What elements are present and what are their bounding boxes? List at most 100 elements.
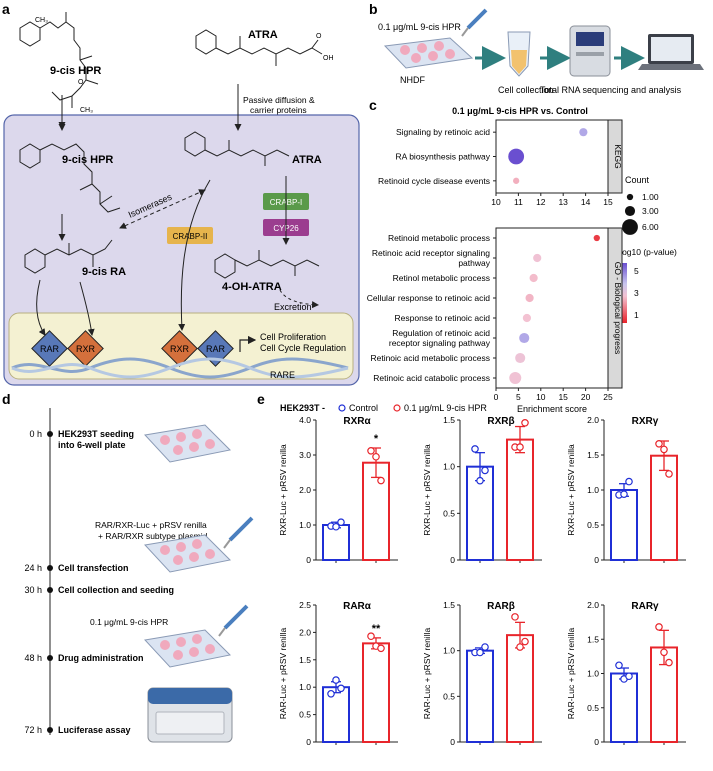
x-tick-label: 13 — [558, 197, 568, 207]
y-axis-label: RXR-Luc + pRSV renilla — [566, 444, 576, 536]
legend-treat-marker — [393, 404, 401, 412]
tube-icon — [507, 31, 531, 77]
category-label: Retinoid cycle disease events — [378, 176, 490, 186]
facet-strip — [607, 119, 623, 194]
data-point — [655, 623, 663, 631]
category-label-line1: Regulation of retinoic acid — [392, 328, 490, 338]
arrow-ra-rxr — [79, 281, 95, 336]
y-tick-label: 0.5 — [443, 508, 455, 518]
bar — [322, 686, 350, 744]
data-point — [372, 452, 380, 461]
pipette-icon-d2 — [218, 604, 249, 637]
cell-line-label: HEK293T - — [280, 403, 325, 413]
y-tick-label: 4.0 — [299, 415, 311, 425]
y-axis-label: RAR-Luc + pRSV renilla — [566, 628, 576, 720]
label-4oh-atra: 4-OH-ATRA — [222, 281, 282, 293]
isomerase-arrow — [119, 189, 206, 229]
chart-title: RXRα — [343, 416, 371, 427]
data-point — [660, 445, 668, 454]
y-tick-label: 1.0 — [443, 462, 455, 472]
category-label: Retinol metabolic process — [393, 273, 490, 283]
bar — [506, 438, 534, 562]
y-tick-label: 1.0 — [587, 485, 599, 495]
cell-cycle-label: Cell Cycle Regulation — [260, 343, 346, 353]
panel-e: e HEK293T - Control 0.1 μg/mL 9-cis HPR … — [257, 391, 686, 747]
timeline-step: Cell transfection — [58, 563, 129, 573]
x-tick-label: 12 — [536, 197, 546, 207]
arrow-ra-rar — [36, 279, 46, 336]
crabp2-box — [167, 227, 213, 244]
data-point — [332, 522, 340, 531]
category-label-line1: Retinoic acid receptor signaling — [372, 248, 490, 258]
rar-receptor-1 — [31, 330, 68, 367]
x-tick-label: 14 — [581, 197, 591, 207]
rxr-receptor-2 — [161, 330, 198, 367]
x-tick-label: 5 — [516, 392, 521, 402]
data-point — [332, 676, 340, 684]
cell-proliferation-label: Cell Proliferation — [260, 332, 326, 342]
category-label-line2: pathway — [458, 258, 490, 268]
timeline-dot — [47, 655, 53, 661]
significance-label: ** — [372, 623, 381, 635]
well-plate-icon-2 — [144, 534, 232, 573]
data-point — [655, 439, 663, 448]
data-point — [476, 476, 484, 485]
o-label-atra: O — [316, 33, 322, 40]
legend-treat-label: 0.1 μg/mL 9-cis HPR — [404, 403, 487, 413]
data-point — [367, 446, 375, 455]
x-tick-label: 20 — [581, 392, 591, 402]
bar — [610, 489, 638, 561]
sequencer-icon — [569, 25, 611, 77]
y-tick-label: 0.5 — [587, 703, 599, 713]
y-tick-label: 1.5 — [587, 634, 599, 644]
data-point — [476, 648, 484, 657]
rxr-receptor-1 — [67, 330, 104, 367]
excretion-label: Excretion — [274, 302, 312, 312]
ch3-label: CH₃ — [35, 17, 48, 24]
data-point — [327, 689, 335, 698]
molecule-atra-top — [195, 29, 323, 66]
enrichment-dot — [522, 313, 532, 323]
timeline-time: 24 h — [24, 563, 42, 573]
y-tick-label: 0.5 — [299, 710, 311, 720]
plasmid-line-2: + RAR/RXR subtype plasmid — [98, 531, 208, 541]
bar — [610, 672, 638, 743]
y-tick-label: 2.0 — [587, 600, 599, 610]
timeline-time: 48 h — [24, 653, 42, 663]
pvalue-legend-title: - log10 (p-value) — [615, 247, 677, 257]
timeline-dot — [47, 727, 53, 733]
molecule-atra-cell — [184, 131, 290, 166]
y-tick-label: 2.0 — [299, 627, 311, 637]
timeline-dot — [47, 565, 53, 571]
category-label: Retinoic acid catabolic process — [373, 373, 490, 383]
facet-label: GO - Biological progress — [613, 262, 623, 355]
x-tick-label: 15 — [603, 197, 613, 207]
timeline-step: Drug administration — [58, 653, 144, 663]
count-legend-dot — [626, 193, 634, 201]
timeline-step: Luciferase assay — [58, 725, 131, 735]
rar-receptor-2 — [197, 330, 234, 367]
rxr-label-1: RXR — [76, 344, 96, 354]
o-label: O — [78, 79, 84, 86]
label-atra-cell: ATRA — [292, 154, 322, 166]
y-tick-label: 1.0 — [443, 646, 455, 656]
facet-label: KEGG — [613, 144, 623, 169]
legend-control-label: Control — [349, 403, 378, 413]
data-point — [337, 518, 345, 527]
count-legend-dot — [624, 205, 636, 217]
data-point — [516, 443, 524, 451]
enrichment-dot — [508, 148, 525, 165]
count-legend-label: 6.00 — [642, 222, 659, 232]
data-point — [377, 476, 385, 485]
category-label: RA biosynthesis pathway — [396, 152, 491, 162]
y-axis-label: RXR-Luc + pRSV renilla — [422, 444, 432, 536]
data-point — [620, 490, 628, 499]
y-tick-label: 1.5 — [443, 600, 455, 610]
data-point — [481, 466, 489, 475]
